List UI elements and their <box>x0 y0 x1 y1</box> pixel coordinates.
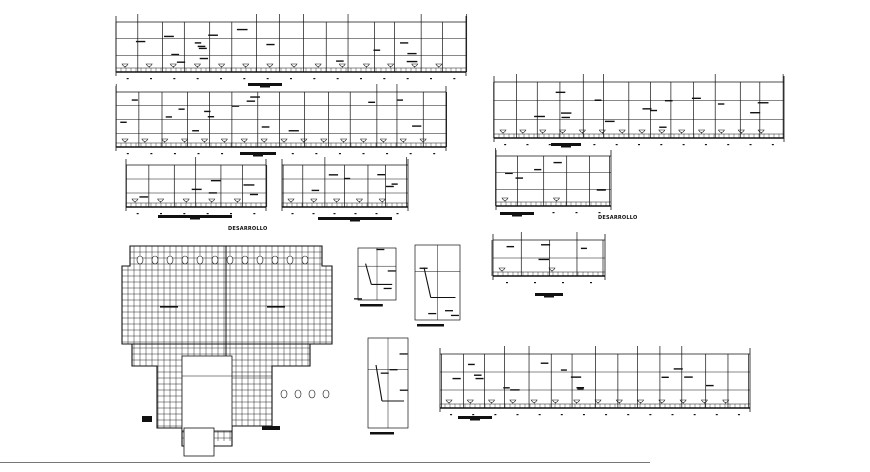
elevation-elev-7 <box>439 346 751 421</box>
detail-wall-b <box>367 337 409 435</box>
elevation-title-bar <box>551 143 581 146</box>
elevation-elev-3a <box>125 157 268 220</box>
elevation-title-bar <box>318 217 392 220</box>
elevation-elev-2 <box>115 84 447 157</box>
detail-section <box>414 244 461 327</box>
elevation-elev-5 <box>495 148 612 217</box>
elevation-elev-1 <box>115 14 468 88</box>
elevation-title-bar <box>240 152 276 155</box>
sheet-baseline <box>0 462 650 463</box>
floor-plan <box>121 245 333 457</box>
desarrollo-label-left: DESARROLLO <box>228 226 268 232</box>
elevation-title-bar <box>158 215 232 218</box>
elevation-title-bar <box>500 212 534 215</box>
elevation-elev-4 <box>493 74 785 148</box>
elevation-elev-3b <box>281 157 409 222</box>
elevation-elev-6 <box>491 232 606 298</box>
construction-details <box>354 244 461 435</box>
elevation-title-bar <box>535 293 563 296</box>
detail-wall-a <box>354 247 397 307</box>
elevations-group <box>115 14 785 421</box>
elevation-title-bar <box>248 83 282 86</box>
elevation-title-bar <box>458 416 492 419</box>
desarrollo-label-right: DESARROLLO <box>598 215 638 221</box>
